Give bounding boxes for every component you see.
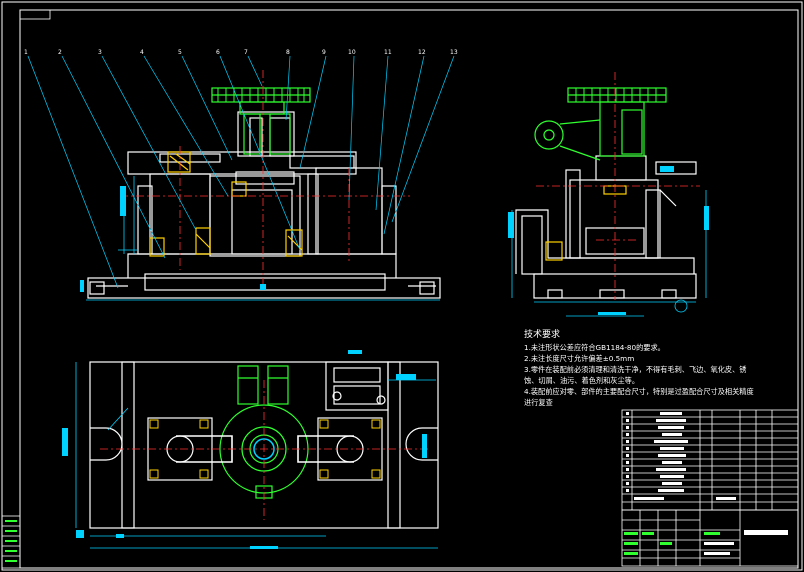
revision-table-marks (5, 520, 17, 562)
side-view (508, 72, 709, 317)
notes-line-1: 1.未注形状公差应符合GB1184-80的要求。 (524, 343, 665, 352)
top-view (62, 350, 439, 549)
title-block-marks (624, 530, 788, 555)
part-number-4: 4 (140, 49, 144, 56)
part-number-8: 8 (286, 49, 290, 56)
notes-line-3: 3.零件在装配前必须清理和清洗干净，不得有毛刺、飞边、氧化皮、锈 (524, 365, 747, 374)
notes-line-6: 进行复查 (524, 398, 553, 407)
notes-line-4: 蚀、切屑、油污、着色剂和灰尘等。 (524, 376, 639, 385)
part-number-7: 7 (244, 49, 248, 56)
parts-list-table (621, 409, 799, 511)
technical-requirements: 技术要求 1.未注形状公差应符合GB1184-80的要求。 2.未注长度尺寸允许… (524, 328, 754, 407)
part-number-9: 9 (322, 49, 326, 56)
title-block (621, 509, 799, 567)
part-number-5: 5 (178, 49, 182, 56)
front-view: 1 2 3 4 5 6 7 8 9 10 11 12 13 (24, 49, 458, 301)
part-number-3: 3 (98, 49, 102, 56)
part-number-11: 11 (384, 49, 392, 56)
part-number-13: 13 (450, 49, 458, 56)
part-number-6: 6 (216, 49, 220, 56)
part-number-1: 1 (24, 49, 28, 56)
part-number-10: 10 (348, 49, 356, 56)
revision-table (1, 515, 21, 569)
notes-title: 技术要求 (524, 328, 560, 340)
notes-line-2: 2.未注长度尺寸允许偏差±0.5mm (524, 354, 634, 363)
notes-line-5: 4.装配前应对零、部件的主要配合尺寸，特别是过盈配合尺寸及相关精度 (524, 387, 754, 396)
parts-list-text-marks (626, 412, 736, 500)
part-number-2: 2 (58, 49, 62, 56)
part-number-12: 12 (418, 49, 426, 56)
